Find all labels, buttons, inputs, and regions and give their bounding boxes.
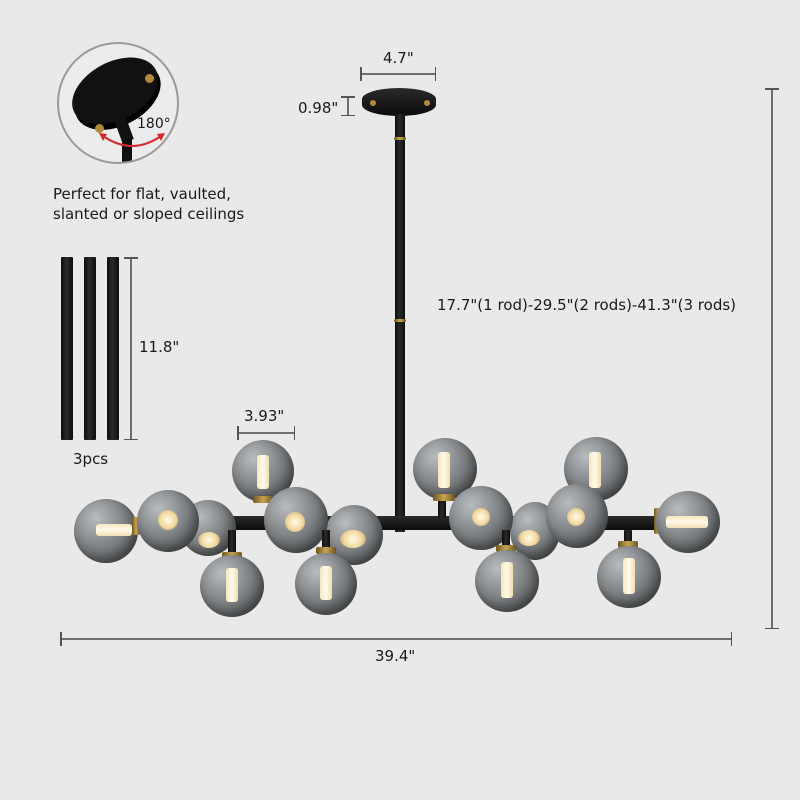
led-bulb [589, 452, 601, 488]
globe-diameter-dimension [237, 426, 295, 440]
drop-arm [502, 530, 510, 548]
socket [618, 541, 638, 548]
overall-height-label: 17.7"(1 rod)-29.5"(2 rods)-41.3"(3 rods) [437, 296, 737, 314]
stem [122, 137, 132, 162]
drop-arm [322, 530, 330, 550]
screw-icon [370, 100, 376, 106]
rod-length-label: 11.8" [139, 338, 180, 356]
canopy-height-dimension [341, 96, 355, 116]
socket [433, 494, 455, 501]
led-bulb [472, 508, 490, 526]
rod-count-label: 3pcs [73, 450, 109, 468]
led-bulb [518, 530, 540, 546]
led-bulb [158, 510, 178, 530]
extension-rod-1 [61, 257, 73, 440]
socket [316, 547, 336, 554]
swivel-angle-label: 180° [137, 116, 171, 132]
screw-icon [424, 100, 430, 106]
rod-length-dimension [124, 257, 138, 440]
led-bulb [96, 524, 132, 536]
drop-arm [624, 530, 632, 544]
socket [132, 517, 140, 535]
screw-icon [145, 74, 154, 83]
swivel-caption-line2: slanted or sloped ceilings [53, 205, 245, 223]
socket [253, 496, 273, 503]
led-bulb [320, 566, 332, 600]
led-bulb [285, 512, 305, 532]
led-bulb [567, 508, 585, 526]
led-bulb [666, 516, 708, 528]
led-bulb [501, 562, 513, 598]
rod-joint [394, 319, 406, 322]
rotation-arrow-icon [99, 133, 165, 147]
canopy-width-dimension [360, 67, 436, 81]
canopy-height-label: 0.98" [298, 99, 339, 117]
globe-diameter-label: 3.93" [244, 407, 285, 425]
led-bulb [257, 455, 269, 489]
extension-rod-2 [84, 257, 96, 440]
canopy-width-label: 4.7" [383, 49, 414, 67]
swivel-caption-line1: Perfect for flat, vaulted, [53, 185, 231, 203]
overall-width-dimension [60, 632, 732, 646]
swivel-inset: 180° [57, 42, 179, 164]
led-bulb [623, 558, 635, 594]
led-bulb [226, 568, 238, 602]
rod-joint [394, 137, 406, 140]
riser-arm [438, 496, 446, 518]
extension-rod-3 [107, 257, 119, 440]
main-stem [395, 114, 405, 532]
screw-icon [95, 124, 104, 133]
overall-width-label: 39.4" [375, 647, 416, 665]
drop-arm [228, 530, 236, 555]
led-bulb [198, 532, 220, 548]
overall-height-dimension [765, 88, 779, 629]
socket [496, 545, 516, 552]
led-bulb [340, 530, 366, 548]
led-bulb [438, 452, 450, 488]
